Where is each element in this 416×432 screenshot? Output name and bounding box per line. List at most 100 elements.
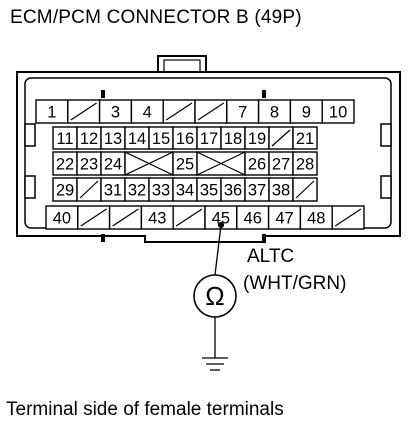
terminal-label: 35 xyxy=(200,182,218,200)
terminal-36: 36 xyxy=(220,177,246,202)
terminal-12: 12 xyxy=(76,126,102,150)
terminal-label: 3 xyxy=(111,104,120,122)
terminal-label: 40 xyxy=(53,210,71,228)
terminal-15: 15 xyxy=(148,126,174,150)
terminal-label: 31 xyxy=(104,182,122,200)
diagram-title: ECM/PCM CONNECTOR B (49P) xyxy=(10,7,302,28)
terminal-label: 24 xyxy=(104,156,122,174)
terminal-46: 46 xyxy=(236,205,270,230)
terminal-label: 12 xyxy=(80,130,98,148)
terminal-1: 1 xyxy=(35,99,69,124)
terminal-29: 29 xyxy=(52,177,78,202)
terminal-blank xyxy=(67,99,101,124)
terminal-label: 34 xyxy=(176,182,194,200)
terminal-blank xyxy=(162,99,196,124)
terminal-label: 28 xyxy=(296,156,314,174)
terminal-38: 38 xyxy=(268,177,294,202)
terminal-label: 22 xyxy=(56,156,74,174)
terminal-32: 32 xyxy=(124,177,150,202)
terminal-31: 31 xyxy=(100,177,126,202)
diagram-caption: Terminal side of female terminals xyxy=(6,399,284,420)
terminal-18: 18 xyxy=(220,126,246,150)
terminal-27: 27 xyxy=(268,151,294,176)
terminal-blank xyxy=(77,205,111,230)
terminal-7: 7 xyxy=(226,99,260,124)
terminal-label: 16 xyxy=(176,130,194,148)
connector-pegs xyxy=(101,90,266,242)
terminal-8: 8 xyxy=(257,99,292,124)
terminal-label: 29 xyxy=(56,182,74,200)
terminal-blank xyxy=(76,177,102,202)
terminal-22: 22 xyxy=(52,151,78,176)
terminal-blank xyxy=(196,151,246,176)
wire-color-code: (WHT/GRN) xyxy=(243,273,346,294)
terminal-11: 11 xyxy=(52,126,78,150)
terminal-19: 19 xyxy=(244,126,270,150)
terminal-label: 1 xyxy=(47,104,56,122)
terminal-label: 43 xyxy=(148,210,166,228)
terminal-label: 8 xyxy=(270,104,279,122)
terminal-label: 36 xyxy=(224,182,242,200)
terminal-blank xyxy=(172,205,206,230)
terminal-label: 33 xyxy=(152,182,170,200)
terminal-label: 10 xyxy=(329,104,347,122)
terminal-label: 25 xyxy=(176,156,194,174)
terminal-label: 17 xyxy=(200,130,218,148)
terminal-label: 23 xyxy=(80,156,98,174)
probe-pin xyxy=(217,221,225,229)
terminal-label: 7 xyxy=(238,104,247,122)
terminal-23: 23 xyxy=(76,151,102,176)
ohm-icon: Ω xyxy=(205,281,224,311)
terminal-13: 13 xyxy=(100,126,126,150)
probe-circuit xyxy=(193,221,237,371)
terminal-label: 27 xyxy=(272,156,290,174)
terminal-34: 34 xyxy=(172,177,198,202)
terminal-label: 37 xyxy=(248,182,266,200)
terminal-label: 15 xyxy=(152,130,170,148)
terminal-28: 28 xyxy=(292,151,318,176)
terminal-26: 26 xyxy=(244,151,270,176)
terminal-24: 24 xyxy=(100,151,126,176)
terminal-33: 33 xyxy=(148,177,174,202)
terminal-label: 11 xyxy=(56,130,73,148)
terminal-label: 46 xyxy=(244,210,262,228)
terminal-label: 45 xyxy=(212,210,230,228)
terminal-blank xyxy=(331,205,365,230)
terminal-blank xyxy=(292,177,318,202)
terminal-10: 10 xyxy=(321,99,355,124)
terminal-label: 38 xyxy=(272,182,290,200)
terminal-43: 43 xyxy=(140,205,174,230)
terminal-35: 35 xyxy=(196,177,222,202)
terminal-label: 14 xyxy=(128,130,146,148)
terminal-blank xyxy=(108,205,143,230)
terminal-label: 48 xyxy=(307,210,325,228)
terminal-17: 17 xyxy=(196,126,222,150)
terminal-25: 25 xyxy=(172,151,198,176)
terminal-label: 4 xyxy=(143,104,152,122)
terminal-16: 16 xyxy=(172,126,198,150)
connector-latches xyxy=(24,123,392,199)
terminal-label: 18 xyxy=(224,130,242,148)
terminal-label: 13 xyxy=(104,130,122,148)
terminal-40: 40 xyxy=(45,205,79,230)
terminal-label: 19 xyxy=(248,130,266,148)
terminal-blank xyxy=(194,99,228,124)
terminal-48: 48 xyxy=(299,205,333,230)
terminal-4: 4 xyxy=(130,99,164,124)
terminal-3: 3 xyxy=(98,99,133,124)
terminal-label: 9 xyxy=(302,104,311,122)
terminal-14: 14 xyxy=(124,126,150,150)
wire-label: ALTC xyxy=(247,246,294,267)
terminal-label: 21 xyxy=(296,130,314,148)
terminal-21: 21 xyxy=(292,126,318,150)
probe-wire-top xyxy=(214,224,222,276)
terminal-label: 47 xyxy=(275,210,293,228)
terminal-37: 37 xyxy=(244,177,270,202)
terminal-label: 26 xyxy=(248,156,266,174)
terminal-47: 47 xyxy=(267,205,302,230)
terminal-9: 9 xyxy=(289,99,323,124)
terminal-blank xyxy=(124,151,174,176)
terminal-label: 32 xyxy=(128,182,146,200)
